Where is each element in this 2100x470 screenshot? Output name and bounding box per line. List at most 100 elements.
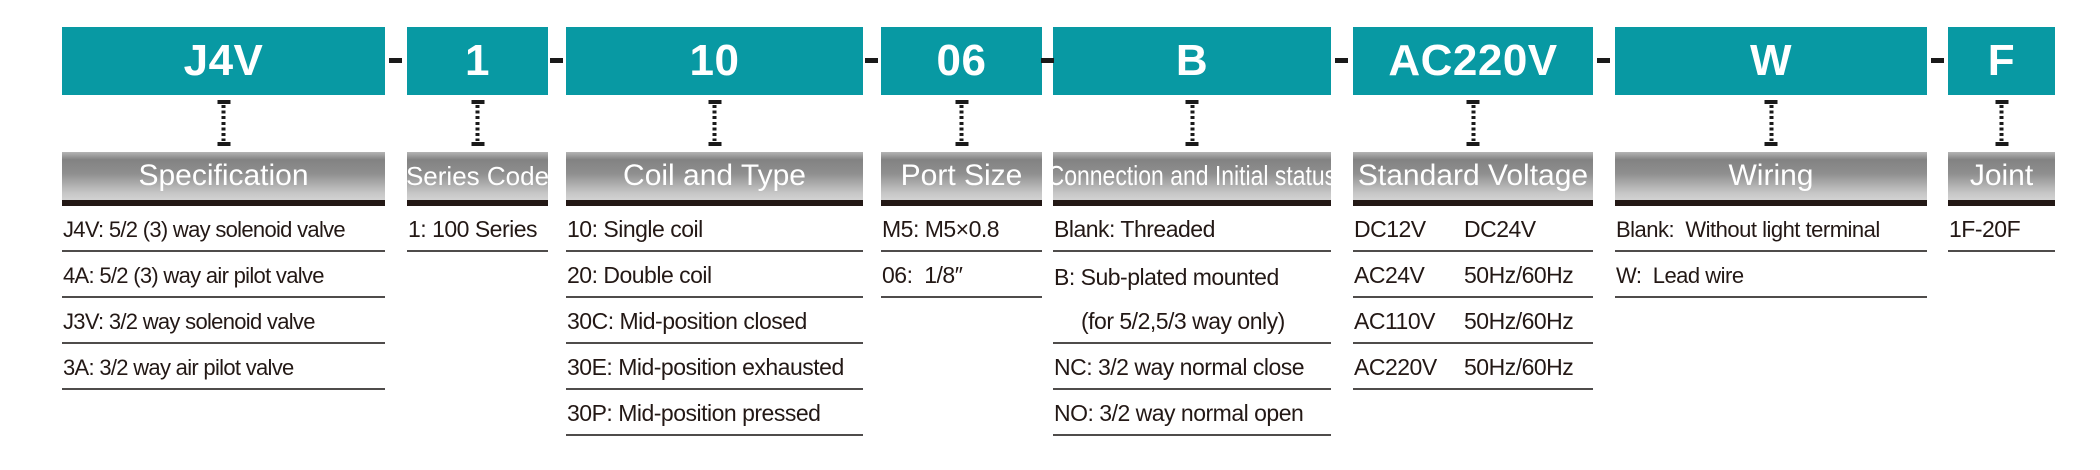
option-text: 10: Single coil [567, 216, 703, 242]
option-text: J3V: 3/2 way solenoid valve [63, 309, 315, 334]
list-item: M5: M5×0.8 [881, 206, 1042, 252]
list-item: AC110V 50Hz/60Hz [1353, 298, 1593, 344]
connector-top-cap [1466, 100, 1480, 104]
column-specification: J4V Specification J4V: 5/2 (3) way solen… [62, 0, 385, 470]
connector-dotted-stem [1190, 105, 1194, 141]
connector-top-cap [471, 100, 484, 104]
option-text: 3A: 3/2 way air pilot valve [63, 355, 294, 380]
voltage-code: AC110V [1354, 308, 1435, 334]
dotted-connector-icon [1995, 100, 2008, 146]
code-label: AC220V [1388, 36, 1558, 85]
section-header-label: Connection and Initial status [1047, 160, 1337, 191]
option-text: W: Lead wire [1616, 263, 1744, 288]
voltage-code: DC12V [1354, 216, 1426, 242]
section-header-standard-voltage: Standard Voltage [1353, 152, 1593, 206]
list-item: 30P: Mid-position pressed [566, 390, 863, 436]
list-item: DC12V DC24V [1353, 206, 1593, 252]
list-item: Blank: Without light terminal [1615, 206, 1927, 252]
section-header-specification: Specification [62, 152, 385, 206]
voltage-detail: 50Hz/60Hz [1464, 354, 1574, 380]
code-separator-dash-icon [550, 58, 563, 63]
list-item: NC: 3/2 way normal close [1053, 344, 1331, 390]
connector-dotted-stem [712, 105, 717, 141]
list-item: NO: 3/2 way normal open [1053, 390, 1331, 436]
connector-top-cap [1995, 100, 2008, 104]
column-connection-initial-status: B Connection and Initial status Blank: T… [1048, 0, 1336, 470]
code-separator-dash-icon [1931, 58, 1944, 63]
code-box-connection: B [1053, 27, 1331, 95]
section-header-label: Series Code [405, 160, 550, 191]
code-label: W [1749, 36, 1793, 85]
option-text: B: Sub-plated mounted [1054, 264, 1279, 290]
code-box-joint: F [1948, 27, 2055, 95]
list-item: AC220V 50Hz/60Hz [1353, 344, 1593, 390]
connector-dotted-stem [959, 105, 964, 141]
connector-bottom-cap [955, 142, 968, 146]
connector-top-cap [955, 100, 968, 104]
code-label: B [1175, 36, 1209, 85]
section-header-label: Port Size [900, 159, 1023, 192]
list-item: 10: Single coil [566, 206, 863, 252]
code-box-series: 1 [407, 27, 548, 95]
option-list-series-code: 1: 100 Series [407, 206, 548, 252]
connector-bottom-cap [708, 142, 721, 146]
option-list-coil-and-type: 10: Single coil 20: Double coil 30C: Mid… [566, 206, 863, 436]
connector-bottom-cap [1764, 142, 1778, 146]
voltage-code: AC220V [1354, 354, 1437, 380]
connector-top-cap [1764, 100, 1778, 104]
code-separator-dash-icon [1041, 58, 1054, 63]
list-item: AC24V 50Hz/60Hz [1353, 252, 1593, 298]
code-label: J4V [183, 36, 264, 85]
list-item: Blank: Threaded [1053, 206, 1331, 252]
voltage-code: AC24V [1354, 262, 1425, 288]
connector-dotted-stem [1471, 105, 1475, 141]
section-header-label: Standard Voltage [1357, 159, 1589, 192]
section-header-joint: Joint [1948, 152, 2055, 206]
option-list-port-size: M5: M5×0.8 06: 1/8″ [881, 206, 1042, 298]
list-item: 20: Double coil [566, 252, 863, 298]
option-text: NO: 3/2 way normal open [1054, 400, 1304, 426]
column-joint: F Joint 1F-20F [1948, 0, 2055, 470]
dotted-connector-icon [1185, 100, 1199, 146]
section-header-series-code: Series Code [405, 152, 550, 206]
list-item: 1F-20F [1948, 206, 2055, 252]
list-item: 30C: Mid-position closed [566, 298, 863, 344]
option-text: NC: 3/2 way normal close [1054, 354, 1305, 380]
dotted-connector-icon [217, 100, 230, 146]
connector-top-cap [1185, 100, 1199, 104]
section-header-label: Wiring [1728, 159, 1814, 192]
connector-dotted-stem [221, 105, 226, 141]
code-separator-dash-icon [1597, 58, 1610, 63]
dotted-connector-icon [1466, 100, 1480, 146]
list-item: W: Lead wire [1615, 252, 1927, 298]
connector-bottom-cap [1185, 142, 1199, 146]
list-item: 4A: 5/2 (3) way air pilot valve [62, 252, 385, 298]
section-header-label: Joint [1969, 159, 2034, 192]
connector-bottom-cap [217, 142, 230, 146]
section-header-port-size: Port Size [881, 152, 1042, 206]
section-header-coil-and-type: Coil and Type [566, 152, 863, 206]
section-header-wiring: Wiring [1615, 152, 1927, 206]
list-item: 06: 1/8″ [881, 252, 1042, 298]
column-standard-voltage: AC220V Standard Voltage DC12V DC24V AC24… [1353, 0, 1593, 470]
connector-top-cap [217, 100, 230, 104]
section-header-connection-initial-status: Connection and Initial status [1048, 152, 1336, 206]
option-text: 30E: Mid-position exhausted [567, 354, 844, 380]
connector-bottom-cap [1466, 142, 1480, 146]
code-label: 1 [465, 36, 490, 85]
option-list-joint: 1F-20F [1948, 206, 2055, 252]
option-text: (for 5/2,5/3 way only) [1081, 308, 1285, 334]
list-item: B: Sub-plated mounted [1053, 252, 1331, 298]
code-box-specification: J4V [62, 27, 385, 95]
option-text: 4A: 5/2 (3) way air pilot valve [63, 263, 324, 288]
option-text: 1: 100 Series [408, 216, 538, 242]
option-text: 30C: Mid-position closed [567, 308, 807, 334]
column-wiring: W Wiring Blank: Without light terminal W… [1615, 0, 1927, 470]
column-coil-and-type: 10 Coil and Type 10: Single coil 20: Dou… [566, 0, 863, 470]
dotted-connector-icon [708, 100, 721, 146]
code-box-port-size: 06 [881, 27, 1042, 95]
connector-dotted-stem [475, 105, 480, 141]
voltage-detail: DC24V [1464, 216, 1536, 242]
list-item: J3V: 3/2 way solenoid valve [62, 298, 385, 344]
